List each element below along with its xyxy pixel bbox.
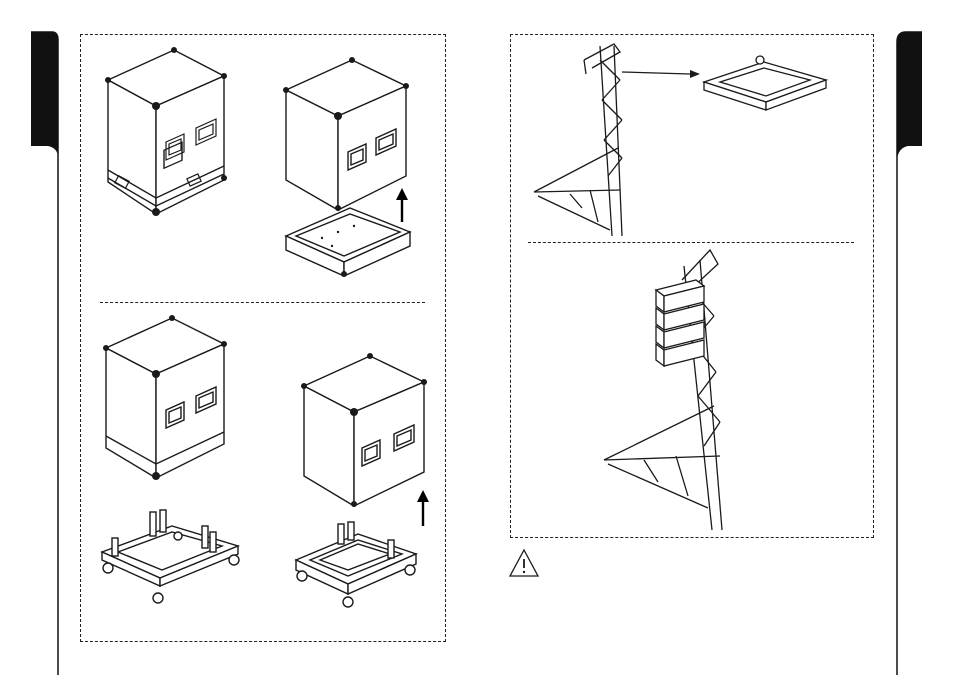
case-lifted-from-dolly-illustration: [300, 354, 430, 514]
up-arrow-icon: [395, 188, 409, 224]
warning-triangle-icon: [508, 548, 540, 578]
right-section-divider: [528, 242, 854, 243]
case-lifted-from-tray-illustration: [282, 56, 432, 282]
stand-with-flybar-illustration: [530, 40, 830, 240]
dolly-with-tray-illustration: [292, 520, 422, 610]
dolly-frame-illustration: [98, 510, 244, 606]
stand-with-speaker-array-illustration: [596, 246, 756, 536]
right-edge-tab: [884, 0, 954, 675]
left-edge-tab: [0, 0, 70, 675]
case-closed-on-dolly-illustration: [102, 314, 232, 484]
case-closed-on-lid-illustration: [104, 46, 234, 226]
left-section-divider: [100, 302, 425, 303]
